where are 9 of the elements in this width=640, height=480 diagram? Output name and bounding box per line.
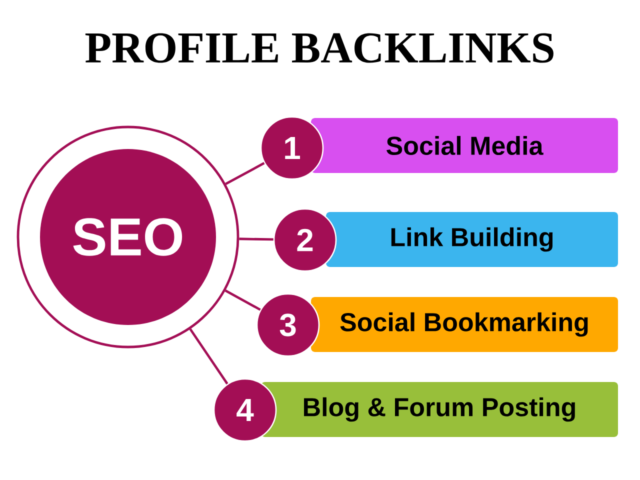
label-bar: Social Media bbox=[311, 118, 618, 173]
label-bar: Link Building bbox=[326, 212, 618, 267]
label-bar: Blog & Forum Posting bbox=[261, 382, 618, 437]
connector-line bbox=[239, 238, 274, 241]
connector-line bbox=[189, 328, 228, 384]
connector-line bbox=[224, 290, 261, 311]
connector-line bbox=[225, 162, 265, 186]
title: PROFILE BACKLINKS bbox=[85, 33, 554, 63]
label-bar: Social Bookmarking bbox=[311, 297, 618, 352]
